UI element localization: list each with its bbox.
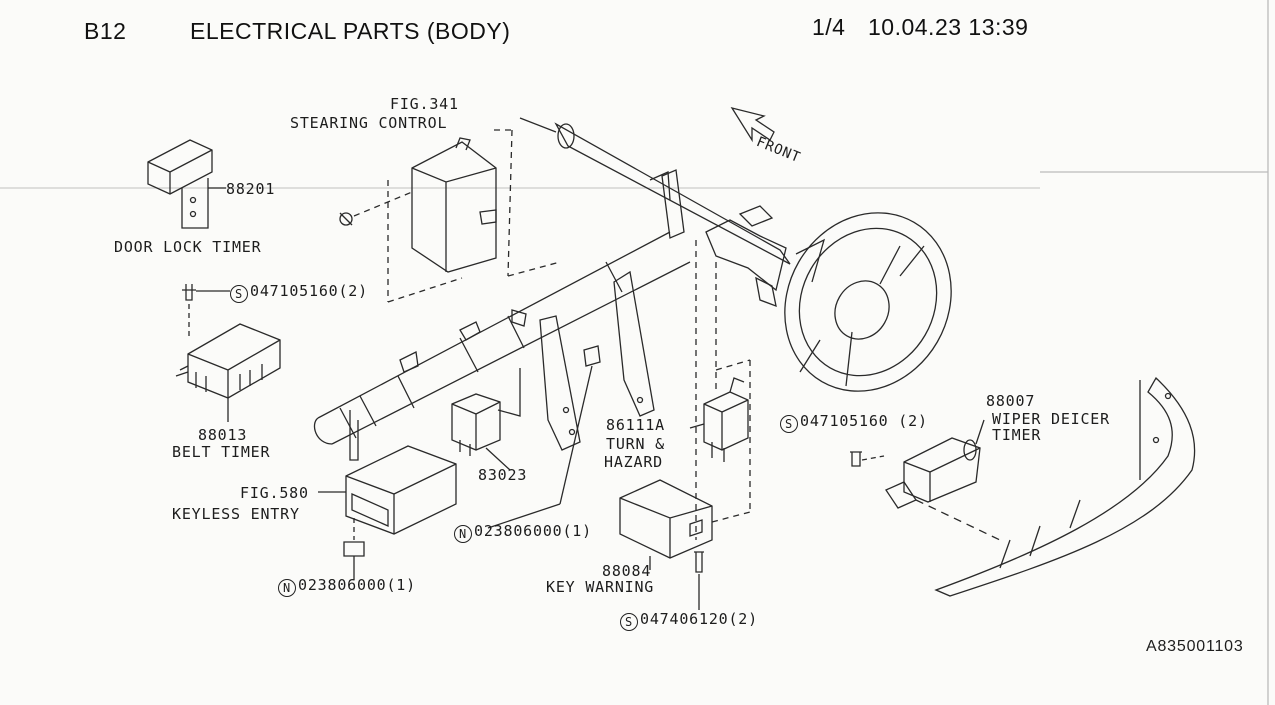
part-name-keyless-entry: KEYLESS ENTRY (172, 505, 300, 523)
fig-ref-341: FIG.341 (390, 95, 459, 113)
part-name-turn: TURN & (606, 435, 665, 453)
steering-column (520, 118, 824, 306)
wiper-deicer-timer-part (886, 420, 1000, 540)
part-name-hazard: HAZARD (604, 453, 663, 471)
belt-timer-part (176, 324, 280, 422)
nut-mark-icon: N (454, 525, 472, 543)
screw-mark-icon: S (620, 613, 638, 631)
page-indicator: 1/4 (812, 14, 846, 40)
part-number-88201: 88201 (226, 180, 276, 198)
screw-part-1 (182, 284, 230, 340)
part-number-83023: 83023 (478, 466, 528, 484)
front-arrow-icon (732, 108, 774, 140)
fig-ref-580: FIG.580 (240, 484, 309, 502)
side-panel-bracket (936, 378, 1195, 596)
part-number-88084: 88084 (602, 562, 652, 580)
print-datetime: 10.04.23 13:39 (868, 14, 1029, 40)
part-name-door-lock-timer: DOOR LOCK TIMER (114, 238, 262, 256)
page-title: ELECTRICAL PARTS (BODY) (190, 18, 511, 44)
part-name-key-warning: KEY WARNING (546, 578, 655, 596)
beam-brackets (488, 272, 654, 528)
steering-control-part (340, 130, 560, 302)
screw-mark-icon: S (230, 285, 248, 303)
turn-hazard-relay-part (690, 240, 750, 540)
relay-83023-part (452, 368, 520, 470)
part-name-stearing-control: STEARING CONTROL (290, 114, 448, 132)
key-warning-part (620, 480, 750, 610)
section-code: B12 (84, 18, 127, 44)
part-name-timer: TIMER (992, 426, 1042, 444)
part-number-86111a: 86111A (606, 416, 665, 434)
part-name-wiper-deicer: WIPER DEICER (992, 410, 1110, 428)
part-number-88007: 88007 (986, 392, 1036, 410)
part-name-belt-timer: BELT TIMER (172, 443, 271, 461)
keyless-entry-part (318, 446, 456, 580)
door-lock-timer-part (148, 140, 226, 228)
steering-wheel (753, 182, 984, 421)
screw-part-3 (850, 452, 884, 466)
nut-mark-icon: N (278, 579, 296, 597)
steering-support-beam (314, 170, 690, 460)
part-number-88013: 88013 (198, 426, 248, 444)
screw-mark-icon: S (780, 415, 798, 433)
diagram-reference-code: A835001103 (1146, 638, 1244, 655)
